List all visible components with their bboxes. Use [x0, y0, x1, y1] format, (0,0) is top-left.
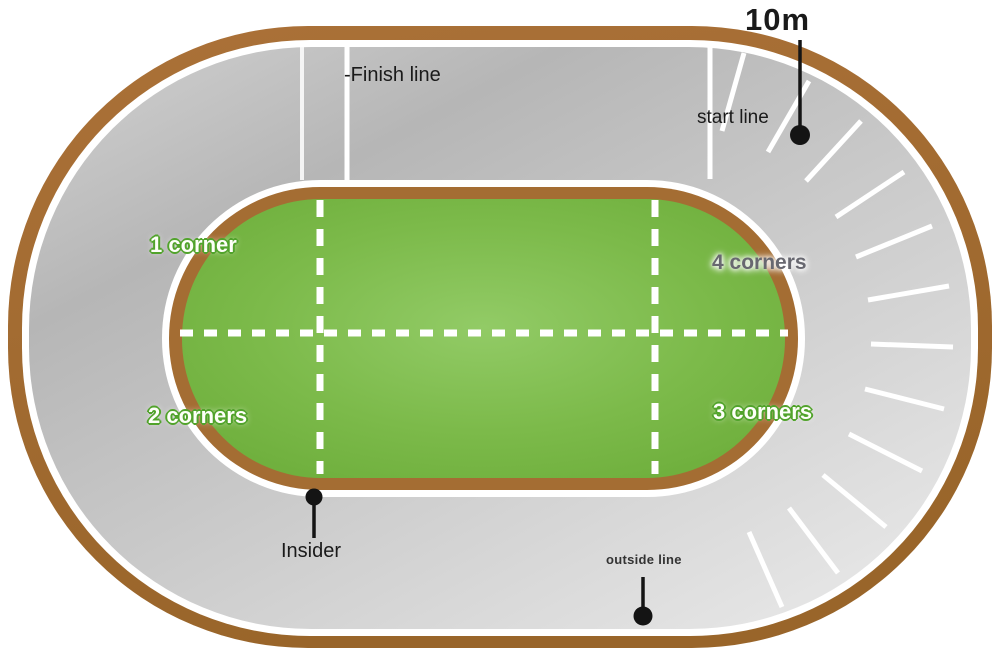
start-line-label: start line: [697, 107, 769, 128]
infield: [182, 199, 785, 478]
outside-line-marker-dot: [633, 606, 653, 626]
outside-line-marker: [633, 577, 653, 626]
infield-dashed-lines: [180, 200, 788, 474]
distance-tick: [804, 119, 863, 183]
distance-tick: [864, 386, 945, 412]
corner-4-label: 4 corners: [712, 251, 807, 274]
ten-meter-marker-dot: [790, 125, 810, 145]
outside-line-label: outside line: [606, 552, 682, 567]
distance-tick: [867, 283, 950, 303]
insider-label: Insider: [281, 540, 342, 562]
distance-tick: [719, 52, 747, 132]
distance-tick: [765, 79, 812, 154]
distance-tick: [746, 530, 785, 609]
corner-2-label: 2 corners: [148, 403, 248, 428]
insider-marker: [305, 488, 323, 538]
corner-3-label: 3 corners: [713, 399, 813, 424]
finish-line-label: -Finish line: [344, 64, 441, 86]
distance-tick: [870, 341, 954, 350]
insider-marker-dot: [305, 488, 323, 506]
distance-tick: [834, 169, 906, 220]
distance-tick: [821, 473, 888, 529]
distance-ticks: [719, 52, 954, 609]
ten-meter-marker: [790, 40, 810, 145]
distance-tick: [855, 223, 933, 260]
ten-meter-label: 10m: [745, 2, 811, 37]
corner-1-label: 1 corner: [150, 232, 237, 257]
distance-tick: [847, 431, 924, 474]
distance-tick: [787, 506, 840, 575]
